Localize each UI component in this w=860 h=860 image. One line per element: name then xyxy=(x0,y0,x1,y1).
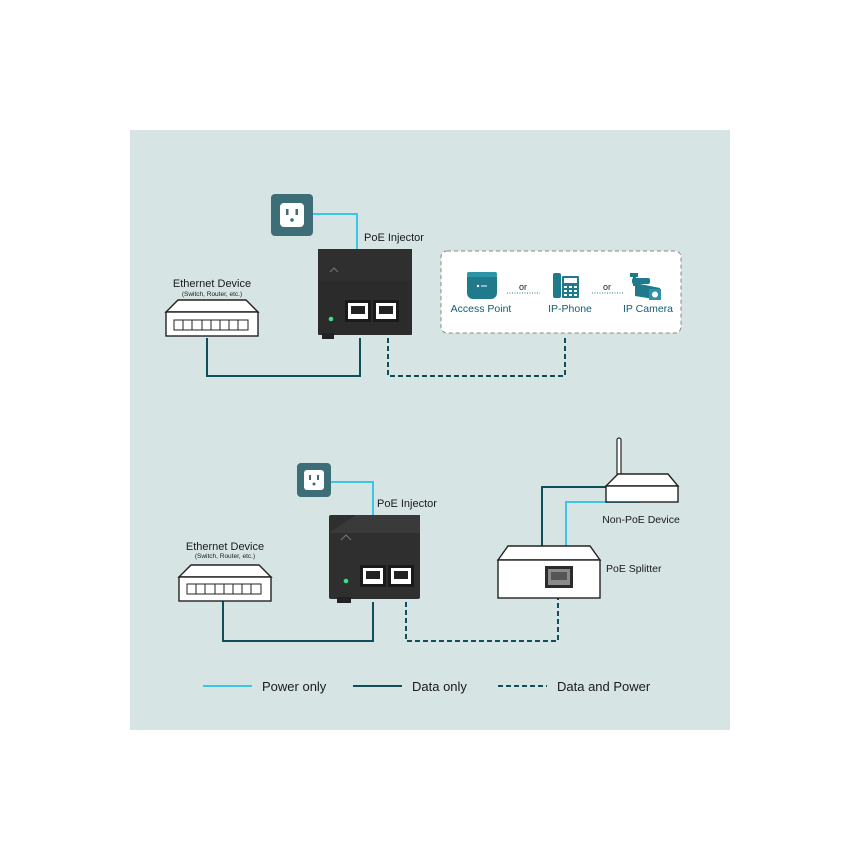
access-point-icon xyxy=(467,272,497,299)
bottom-injector-label: PoE Injector xyxy=(377,498,437,510)
top-data-line xyxy=(206,338,361,377)
bottom-data-power-line xyxy=(405,598,559,642)
top-outlet-icon xyxy=(271,194,313,236)
poe-splitter xyxy=(496,545,602,599)
top-poe-injector xyxy=(318,249,412,339)
top-data-power-line xyxy=(387,338,566,377)
or-label-1: or xyxy=(519,282,527,292)
ip-camera-icon xyxy=(630,273,661,300)
splitter-data-line xyxy=(541,486,606,546)
top-injector-led xyxy=(328,316,334,322)
bottom-ethernet-title: Ethernet Device xyxy=(186,541,264,553)
bottom-ethernet-subtitle: (Switch, Router, etc.) xyxy=(195,553,255,560)
diagram-panel xyxy=(130,130,730,730)
bottom-data-line xyxy=(222,600,374,642)
bottom-power-line xyxy=(331,481,374,516)
or-label-2: or xyxy=(603,282,611,292)
top-ethernet-switch xyxy=(164,299,260,337)
bottom-poe-injector xyxy=(329,515,420,603)
legend-power-only: Power only xyxy=(262,679,327,694)
top-ethernet-title: Ethernet Device xyxy=(173,278,251,290)
non-poe-device-router xyxy=(604,437,680,503)
ip-phone-label: IP-Phone xyxy=(548,303,592,315)
non-poe-label: Non-PoE Device xyxy=(602,514,680,526)
ip-camera-label: IP Camera xyxy=(623,303,673,315)
bottom-injector-led xyxy=(343,578,349,584)
access-point-label: Access Point xyxy=(451,303,512,315)
ip-phone-icon xyxy=(553,273,579,298)
bottom-outlet-icon xyxy=(297,463,331,497)
bottom-ethernet-switch xyxy=(177,564,273,602)
splitter-label: PoE Splitter xyxy=(606,563,662,575)
legend-data-only: Data only xyxy=(412,679,467,694)
top-injector-label: PoE Injector xyxy=(364,232,424,244)
legend-data-and-power: Data and Power xyxy=(557,679,651,694)
top-power-line xyxy=(313,213,358,250)
top-ethernet-subtitle: (Switch, Router, etc.) xyxy=(182,291,242,298)
